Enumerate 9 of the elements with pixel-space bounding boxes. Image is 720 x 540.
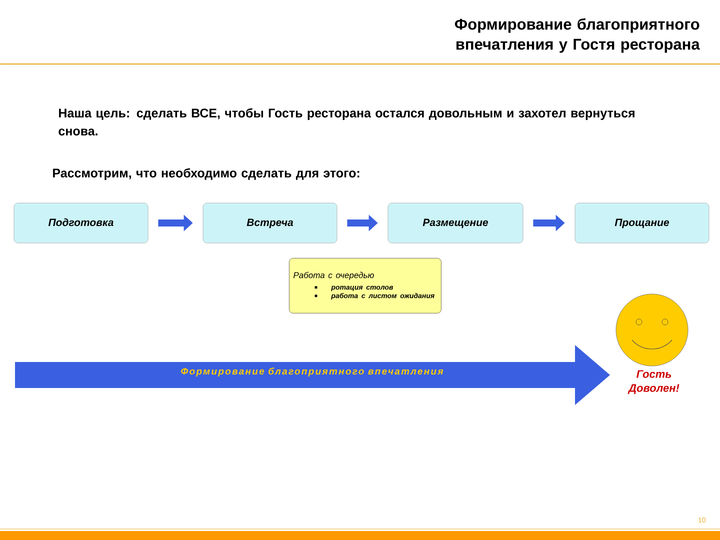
process-box: Подготовка xyxy=(14,202,148,244)
process-box: Встреча xyxy=(202,202,338,244)
paragraph: Рассмотрим, что необходимо сделать для этого: xyxy=(53,168,360,180)
title: Формирование благоприятного впечатления у Гостя ресторана xyxy=(454,18,700,53)
paragraph: Наша цель: сделать ВСЕ, чтобы Гость ресторана остался довольным и захотел вернуться снова. xyxy=(58,108,634,136)
smiley-face-drawing xyxy=(616,294,688,366)
process-box: Прощание xyxy=(574,202,710,244)
node-label: Гость Доволен! xyxy=(628,370,680,394)
process-box: Размещение xyxy=(388,202,524,244)
